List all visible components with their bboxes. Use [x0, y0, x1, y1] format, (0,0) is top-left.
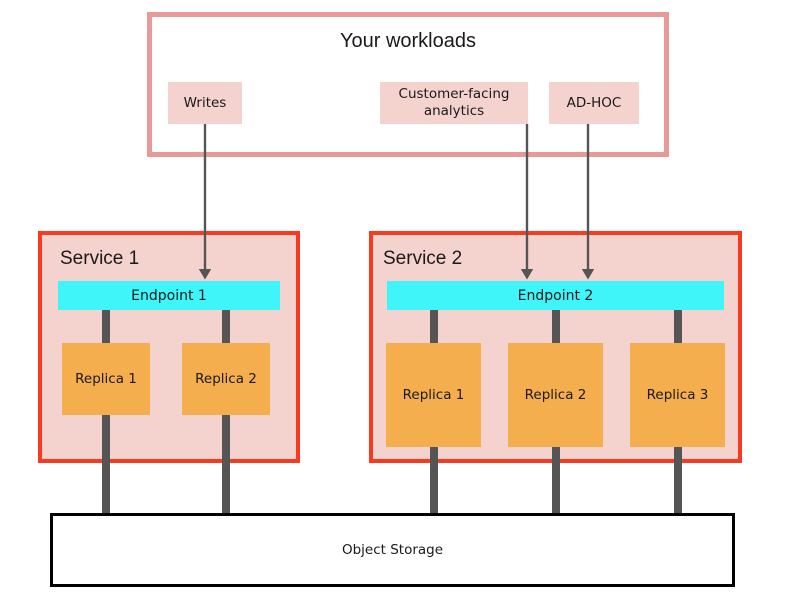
pipe-endpoint1-replica1	[102, 310, 110, 344]
service-2-label: Service 2	[383, 248, 463, 269]
workload-chip-adhoc[interactable]: AD-HOC	[549, 82, 639, 124]
service-1-replica-1[interactable]: Replica 1	[62, 343, 150, 415]
service-2-replica-3[interactable]: Replica 3	[630, 343, 725, 447]
object-storage-box: Object Storage	[50, 513, 735, 587]
service-1-endpoint[interactable]: Endpoint 1	[58, 281, 280, 310]
your-workloads-title: Your workloads	[339, 30, 476, 52]
service-1-label: Service 1	[60, 248, 140, 269]
pipe-endpoint2-replica3	[674, 310, 682, 344]
workload-chip-writes[interactable]: Writes	[168, 82, 242, 124]
pipe-s2-replica2-storage	[552, 447, 560, 520]
pipe-endpoint1-replica2	[222, 310, 230, 344]
pipe-s2-replica1-storage	[430, 447, 438, 520]
workload-chip-analytics[interactable]: Customer-facing analytics	[380, 82, 528, 124]
pipe-endpoint2-replica1	[430, 310, 438, 344]
service-2-endpoint[interactable]: Endpoint 2	[387, 281, 724, 310]
pipe-s1-replica2-storage	[222, 415, 230, 520]
pipe-endpoint2-replica2	[552, 310, 560, 344]
service-2-replica-2[interactable]: Replica 2	[508, 343, 603, 447]
service-2-replica-1[interactable]: Replica 1	[386, 343, 481, 447]
service-1-replica-2[interactable]: Replica 2	[182, 343, 270, 415]
pipe-s1-replica1-storage	[102, 415, 110, 520]
pipe-s2-replica3-storage	[674, 447, 682, 520]
